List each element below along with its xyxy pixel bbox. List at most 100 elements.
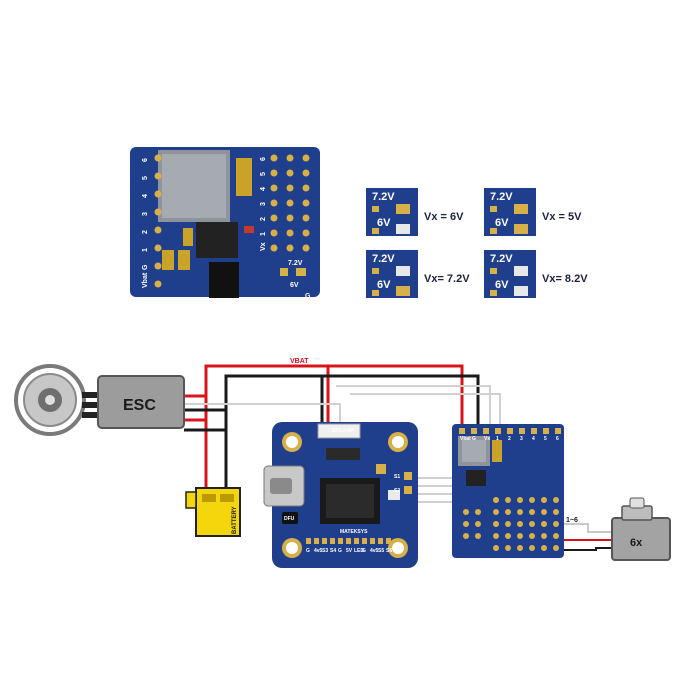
fc-connector-label: SH1.0-6P xyxy=(332,428,354,434)
small-board-top-pad xyxy=(483,428,489,434)
jumper-config-3: 7.2V 6V Vx= 7.2V xyxy=(366,250,470,298)
top-right-pad xyxy=(286,199,294,207)
top-right-pad xyxy=(286,184,294,192)
small-board-top-pad xyxy=(555,428,561,434)
fc-bottom-pad xyxy=(338,538,343,544)
small-board-grid-pad xyxy=(553,497,559,503)
small-board-top-pad-label: G xyxy=(472,436,476,442)
top-left-pad xyxy=(154,226,162,234)
top-mid-pin-label: Vx xyxy=(260,242,267,251)
top-left-pad xyxy=(154,154,162,162)
jumper-config-result: Vx = 6V xyxy=(424,211,464,223)
small-board-top-pad xyxy=(507,428,513,434)
top-right-pad xyxy=(270,154,278,162)
small-board-grid-pad xyxy=(529,521,535,527)
top-mid-pin-label: 2 xyxy=(260,217,267,221)
small-board-grid-pad xyxy=(505,545,511,551)
ground-wire-black xyxy=(224,374,480,470)
top-right-pad xyxy=(286,244,294,252)
fc-bottom-pad xyxy=(346,538,351,544)
top-right-pad xyxy=(270,214,278,222)
top-jumper-high-label: 7.2V xyxy=(288,260,303,267)
small-board-grid-pad xyxy=(505,521,511,527)
small-board-top-pad xyxy=(543,428,549,434)
fc-bottom-pad-label: S3 xyxy=(322,548,328,554)
esc-label: ESC xyxy=(123,397,156,414)
top-left-pad xyxy=(154,244,162,252)
small-board-grid-pad xyxy=(553,509,559,515)
fc-bottom-pad-label: S4 xyxy=(330,548,336,554)
jumper-config-1: 7.2V 6V Vx = 6V xyxy=(366,188,464,236)
fc-bottom-pad-label: 4v5 xyxy=(314,548,323,554)
fc-dfu-label: DFU xyxy=(284,516,295,522)
small-board-grid-pad xyxy=(529,545,535,551)
top-right-pad xyxy=(270,229,278,237)
fc-bottom-pad xyxy=(362,538,367,544)
small-board-grid-pad xyxy=(475,533,481,539)
small-board-grid-pad xyxy=(517,509,523,515)
top-mid-pin-label: 3 xyxy=(260,202,267,206)
top-left-pin-label: 6 xyxy=(142,158,149,162)
top-left-pin-label: 5 xyxy=(142,176,149,180)
small-board-grid-pad xyxy=(505,533,511,539)
top-right-pad xyxy=(270,199,278,207)
top-left-pin-label: 3 xyxy=(142,212,149,216)
jumper-config-low-label: 6V xyxy=(377,217,391,229)
fc-bottom-pad xyxy=(306,538,311,544)
small-board-top-pad-label: 4 xyxy=(532,436,535,442)
top-left-pad xyxy=(154,172,162,180)
top-right-pad xyxy=(270,184,278,192)
top-right-pad xyxy=(302,214,310,222)
fc-bottom-pad xyxy=(314,538,319,544)
small-board-grid-pad xyxy=(529,509,535,515)
fc-bottom-pad xyxy=(386,538,391,544)
small-board-grid-pad xyxy=(475,521,481,527)
jumper-config-low-label: 6V xyxy=(495,279,509,291)
small-board-grid-pad xyxy=(553,545,559,551)
jumper-config-result: Vx= 7.2V xyxy=(424,273,470,285)
top-right-pad xyxy=(302,154,310,162)
small-board-grid-pad xyxy=(463,509,469,515)
fc-bottom-pad-label: 4v5 xyxy=(370,548,379,554)
small-board-grid-pad xyxy=(529,533,535,539)
servo-range-label: 1~6 xyxy=(566,517,578,524)
battery-connector: BATTERY xyxy=(185,487,241,537)
fc-bottom-pad-label: S6 xyxy=(386,548,392,554)
small-board-grid-pad xyxy=(493,545,499,551)
small-board-grid-pad xyxy=(505,497,511,503)
small-board-grid-pad xyxy=(463,533,469,539)
small-board-grid-pad xyxy=(517,545,523,551)
small-board-grid-pad xyxy=(493,497,499,503)
jumper-config-high-label: 7.2V xyxy=(490,191,513,203)
top-right-pad xyxy=(302,229,310,237)
fc-bottom-pad-label: LED xyxy=(354,548,364,554)
small-board-grid-pad xyxy=(505,509,511,515)
vbat-label: VBAT xyxy=(290,358,309,365)
motor xyxy=(14,364,98,436)
top-right-pad xyxy=(286,154,294,162)
top-right-pad xyxy=(270,169,278,177)
fc-bottom-pad-label: 5V xyxy=(346,548,353,554)
small-board-grid-pad xyxy=(541,545,547,551)
jumper-config-low-label: 6V xyxy=(495,217,509,229)
fc-bottom-pad-label: G xyxy=(306,548,310,554)
top-mid-pin-label: 1 xyxy=(260,232,267,236)
small-board-top-pad-label: 6 xyxy=(556,436,559,442)
top-jumper-g-label: G xyxy=(305,293,311,300)
small-board-grid-pad xyxy=(541,497,547,503)
small-board-top-pad-label: 2 xyxy=(508,436,511,442)
top-left-pad xyxy=(154,280,162,288)
small-board-grid-pad xyxy=(553,533,559,539)
top-mid-pin-label: 5 xyxy=(260,172,267,176)
top-mid-pin-label: 6 xyxy=(260,157,267,161)
small-board-top-pad xyxy=(519,428,525,434)
battery-label: BATTERY xyxy=(232,506,238,534)
top-left-pad xyxy=(154,190,162,198)
small-board-grid-pad xyxy=(517,533,523,539)
top-right-pad xyxy=(270,244,278,252)
servo: 6x xyxy=(611,497,671,561)
